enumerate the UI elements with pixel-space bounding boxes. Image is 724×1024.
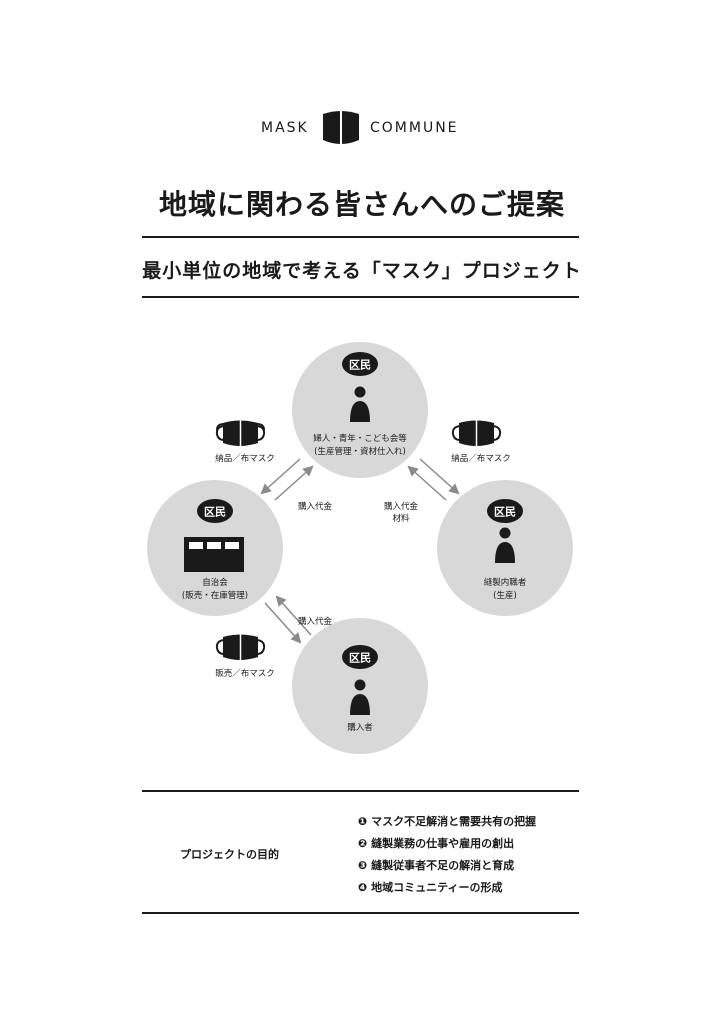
arrow-top-to-right bbox=[419, 458, 460, 495]
divider-top bbox=[142, 236, 579, 238]
brand-right-text: COMMUNE bbox=[370, 120, 459, 136]
mask-label-top-left: 納品／布マスク bbox=[215, 453, 275, 464]
person-icon-right bbox=[495, 527, 515, 563]
node-left-label-1: 自治会 bbox=[202, 577, 228, 588]
flow-label-top-right-2: 材料 bbox=[392, 513, 410, 524]
badge-right: 区民 bbox=[487, 499, 523, 523]
arrow-bottom-to-left bbox=[275, 595, 312, 636]
svg-text:区民: 区民 bbox=[494, 506, 516, 519]
divider-purpose-bottom bbox=[142, 912, 579, 914]
arrow-left-to-top bbox=[274, 465, 314, 501]
arrow-left-to-bottom bbox=[264, 602, 302, 644]
mask-label-top-right: 納品／布マスク bbox=[451, 453, 511, 464]
goal-item: ❹ 地域コミュニティーの形成 bbox=[358, 881, 503, 894]
divider-purpose-top bbox=[142, 790, 579, 792]
svg-text:区民: 区民 bbox=[204, 506, 226, 519]
goal-item: ❸ 縫製従事者不足の解消と育成 bbox=[358, 859, 515, 872]
badge-left: 区民 bbox=[197, 499, 233, 523]
brand-left-text: MASK bbox=[261, 120, 309, 136]
flow-arrows bbox=[260, 458, 460, 644]
person-icon-top bbox=[350, 386, 370, 422]
mask-icon-bottom-left bbox=[215, 634, 266, 660]
purpose-title: プロジェクトの目的 bbox=[180, 848, 279, 861]
node-right-label-2: (生産) bbox=[493, 590, 517, 601]
svg-text:区民: 区民 bbox=[349, 359, 371, 372]
building-icon bbox=[184, 537, 244, 572]
page-title: 地域に関わる皆さんへのご提案 bbox=[158, 188, 565, 221]
badge-top: 区民 bbox=[342, 352, 378, 376]
node-left-label-2: (販売・在庫管理) bbox=[182, 590, 248, 601]
mask-logo-icon bbox=[323, 111, 359, 145]
flow-label-top-right-1: 購入代金 bbox=[384, 501, 419, 512]
svg-text:区民: 区民 bbox=[349, 652, 371, 665]
goal-item: ❶ マスク不足解消と需要共有の把握 bbox=[358, 815, 537, 828]
node-top-label-1: 婦人・青年・こども会等 bbox=[313, 433, 407, 444]
flow-label-left-top: 購入代金 bbox=[298, 501, 333, 512]
mask-icon-top-right bbox=[451, 420, 502, 446]
node-bottom-label-1: 購入者 bbox=[347, 722, 373, 733]
divider-mid bbox=[142, 296, 579, 298]
node-top-label-2: (生産管理・資材仕入れ) bbox=[314, 446, 406, 457]
mask-label-bottom-left: 販売／布マスク bbox=[215, 668, 275, 679]
page-subtitle: 最小単位の地域で考える「マスク」プロジェクト bbox=[142, 260, 582, 282]
node-right-label-1: 縫製内職者 bbox=[484, 577, 527, 588]
flow-label-bottom-left: 購入代金 bbox=[298, 616, 333, 627]
goal-item: ❷ 縫製業務の仕事や雇用の創出 bbox=[358, 837, 515, 850]
mask-icon-top-left bbox=[215, 420, 266, 446]
person-icon-bottom bbox=[350, 679, 370, 715]
arrow-right-to-top bbox=[407, 465, 447, 501]
badge-bottom: 区民 bbox=[342, 645, 378, 669]
arrow-top-to-left bbox=[260, 458, 301, 495]
